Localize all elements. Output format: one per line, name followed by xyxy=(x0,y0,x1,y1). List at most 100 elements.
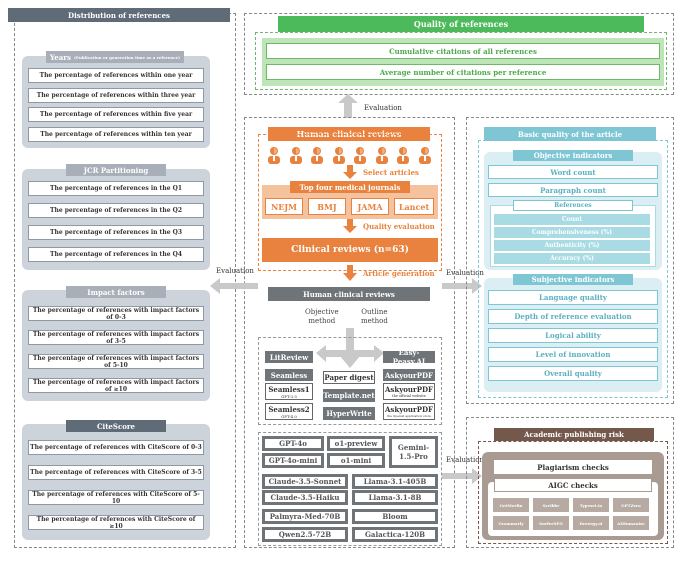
reference-metric-row: The percentage of references with impact… xyxy=(28,306,204,321)
llm-qwen: Qwen2.5-72B xyxy=(262,527,348,542)
reviewer-icon xyxy=(268,147,280,164)
seamless-tool: Seamless xyxy=(265,369,313,381)
reference-metric-row: The percentage of references with impact… xyxy=(28,354,204,369)
reference-indicator: Authenticity (%) xyxy=(494,240,650,251)
objective-method-label: Objective method xyxy=(305,308,339,325)
clinical-reviews-box: Clinical reviews (n=63) xyxy=(262,238,438,262)
paper-digest-tool: Paper digest xyxy=(323,371,375,384)
arrow-right-bottom xyxy=(442,468,482,484)
quality-refs-section xyxy=(244,13,674,95)
arrow-left xyxy=(210,278,258,294)
askyourpdf1-label: AskyourPDF xyxy=(384,385,434,394)
reviewers-icons xyxy=(262,146,438,166)
hyperwrite-tool: HyperWrite xyxy=(323,407,375,420)
impact-header: Impact factors xyxy=(66,286,166,298)
arrow-right xyxy=(442,278,482,294)
aigc-tool: GetMerlin xyxy=(493,498,529,512)
basic-quality-inner xyxy=(478,140,668,398)
journal-nejm: NEJM xyxy=(265,198,303,215)
reference-metric-row: The percentage of references in the Q2 xyxy=(28,203,204,218)
seamless1-label: Seamless1 xyxy=(268,384,310,394)
risk-title: Academic publishing risk xyxy=(494,428,654,441)
llm-gpt4omini: GPT-4o-mini xyxy=(262,453,324,468)
llm-gpt4o: GPT-4o xyxy=(262,436,324,451)
askyourpdf1-tool: AskyourPDF the official website xyxy=(383,383,435,400)
reference-metric-row: The percentage of references with impact… xyxy=(28,330,204,345)
reference-metric-row: The percentage of references with impact… xyxy=(28,378,204,393)
easy-peasy-tool: Easy-Peasy.AI xyxy=(383,348,435,366)
aigc-checks: AIGC checks xyxy=(494,478,652,492)
askyourpdf-tool: AskyourPDF xyxy=(383,369,435,381)
reviewer-icon xyxy=(354,147,366,164)
evaluation-top-label: Evaluation xyxy=(364,104,402,112)
aigc-tool: Grammarly xyxy=(493,516,529,530)
references-title: References xyxy=(513,200,633,211)
plagiarism-checks: Plagiarism checks xyxy=(494,460,652,474)
llm-galactica: Galactica-120B xyxy=(352,527,438,542)
evaluation-left-label: Evaluation xyxy=(216,267,254,275)
subjective-indicator: Depth of reference evaluation xyxy=(488,309,658,324)
llm-llama405: Llama-3.1-405B xyxy=(352,474,438,489)
years-subtitle: (Publication or generation time as a ref… xyxy=(73,54,181,60)
arrow-up xyxy=(338,94,358,118)
askyourpdf2-label: AskyourPDF xyxy=(384,405,434,414)
subjective-indicator: Language quality xyxy=(488,290,658,305)
paragraph-count: Paragraph count xyxy=(488,183,658,197)
llm-gemini: Gemini- 1.5-Pro xyxy=(389,436,438,468)
distribution-title: Distribution of references xyxy=(8,8,230,22)
quality-refs-title: Quality of references xyxy=(278,16,644,32)
aigc-tool: SurferSEO xyxy=(533,516,569,530)
basic-quality-title: Basic quality of the article xyxy=(484,127,656,141)
reference-indicator: Comprehensiveness (%) xyxy=(494,227,650,238)
basic-quality-section xyxy=(466,117,674,404)
reference-metric-row: The percentage of references with CiteSc… xyxy=(28,515,204,530)
reference-metric-row: The percentage of references with CiteSc… xyxy=(28,490,204,505)
outline-method-label: Outline method xyxy=(361,308,388,325)
years-header: Years (Publication or generation time as… xyxy=(46,51,184,63)
askyourpdf2-tool: AskyourPDF the OpenAI application store xyxy=(383,403,435,420)
word-count: Word count xyxy=(488,165,658,179)
average-citations: Average number of citations per referenc… xyxy=(266,64,660,80)
arrow-down-select xyxy=(343,165,357,179)
template-net-tool: Template.net xyxy=(323,389,375,402)
seamless1-sub: GPT-3.5 xyxy=(281,393,297,399)
jcr-header: JCR Partitioning xyxy=(66,164,166,176)
subjective-indicator: Level of innovation xyxy=(488,347,658,362)
askyourpdf2-sub: the OpenAI application store xyxy=(387,414,431,418)
llm-claude-sonnet: Claude-3.5-Sonnet xyxy=(262,474,348,489)
years-title: Years xyxy=(49,52,71,62)
askyourpdf1-sub: the official website xyxy=(392,394,426,398)
reference-metric-row: The percentage of references in the Q1 xyxy=(28,181,204,196)
journal-jama: JAMA xyxy=(351,198,389,215)
objective-title: Objective indicators xyxy=(513,150,633,161)
journals-title: Top four medical journals xyxy=(290,181,410,193)
evaluation-bottom-label: Evaluation xyxy=(446,456,484,464)
subjective-indicator: Logical ability xyxy=(488,328,658,343)
reference-indicator: Accuracy (%) xyxy=(494,253,650,264)
aigc-tool: GPTZero xyxy=(613,498,649,512)
arrow-down-generation xyxy=(343,265,357,281)
seamless2-sub: GPT-4.0 xyxy=(281,413,297,419)
evaluation-right-label: Evaluation xyxy=(446,269,484,277)
reviewer-icon xyxy=(397,147,409,164)
llm-o1preview: o1-preview xyxy=(327,436,385,451)
article-generation-label: Article generation xyxy=(363,269,435,278)
llm-llama8: Llama-3.1-8B xyxy=(352,490,438,505)
llm-claude-haiku: Claude-3.5-Haiku xyxy=(262,490,348,505)
citescore-header: CiteScore xyxy=(66,420,166,432)
subjective-title: Subjective indicators xyxy=(513,274,633,285)
litreview-tool: LitReview xyxy=(265,351,313,363)
reference-metric-row: The percentage of references with CiteSc… xyxy=(28,440,204,455)
seamless1-tool: Seamless1 GPT-3.5 xyxy=(265,383,313,400)
journal-lancet: Lancet xyxy=(394,198,434,215)
reviewer-icon xyxy=(311,147,323,164)
center-section xyxy=(244,117,455,548)
reviewer-icon xyxy=(418,147,431,164)
subjective-indicator: Overall quality xyxy=(488,366,658,381)
quality-refs-outer xyxy=(255,32,667,90)
human-reviews-gray: Human clinical reviews xyxy=(268,287,430,301)
seamless2-tool: Seamless2 GPT-4.0 xyxy=(265,403,313,420)
risk-section xyxy=(466,417,674,548)
aigc-tool: Dreergy.ai xyxy=(573,516,609,530)
journal-bmj: BMJ xyxy=(308,198,346,215)
